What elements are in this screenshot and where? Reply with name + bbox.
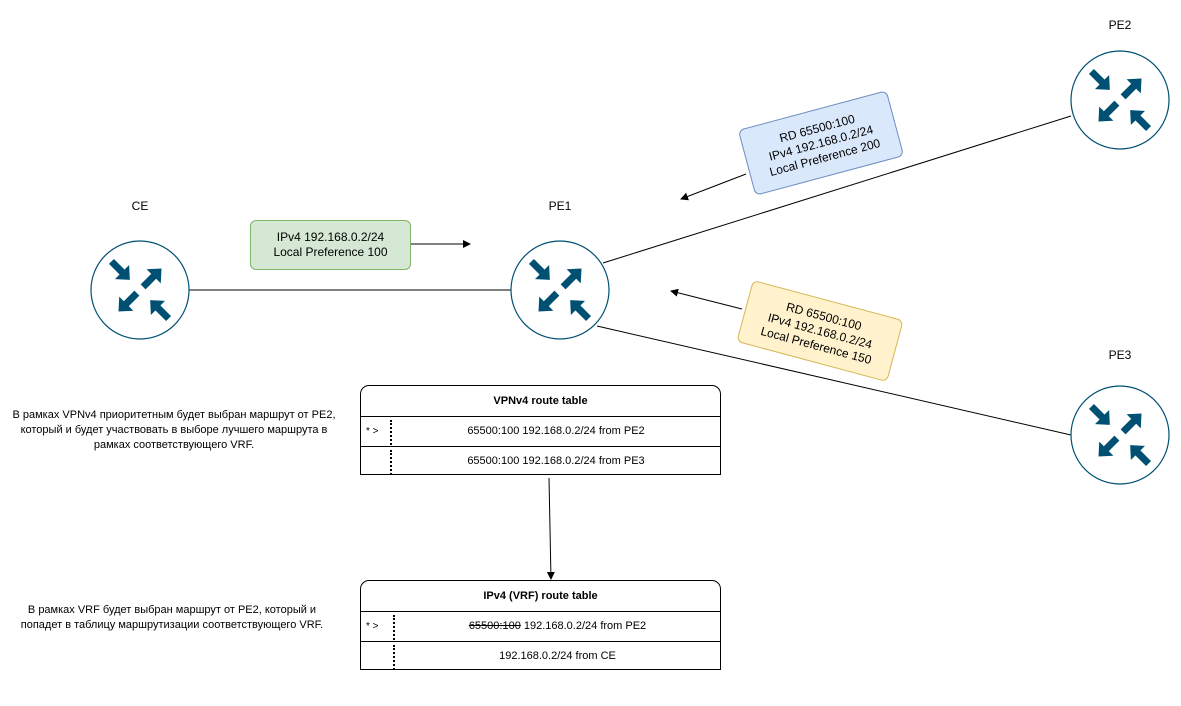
route-entry: 65500:100 192.168.0.2/24 from PE3 <box>467 455 645 467</box>
arrow-pe2-to-pe1 <box>680 173 747 201</box>
best-route-mark: * > <box>366 621 379 632</box>
vrf-route-table: IPv4 (VRF) route table * > 65500:100 192… <box>360 580 721 670</box>
table-row: * > 65500:100 192.168.0.2/24 from PE2 <box>361 612 720 642</box>
note-vrf: В рамках VRF будет выбран маршрут от PE2… <box>20 604 324 631</box>
node-label-pe3: PE3 <box>1108 348 1132 362</box>
column-divider <box>390 420 392 445</box>
best-route-mark: * > <box>366 426 379 437</box>
struck-rd: 65500:100 <box>468 620 521 632</box>
router-icon-ce <box>90 240 190 340</box>
column-divider <box>393 645 395 670</box>
node-label-pe2: PE2 <box>1108 18 1132 32</box>
router-icon-pe3 <box>1070 385 1170 485</box>
route-advert-ce-to-pe1: IPv4 192.168.0.2/24 Local Preference 100 <box>250 220 411 270</box>
table-row: 65500:100 192.168.0.2/24 from PE3 <box>361 447 720 476</box>
column-divider <box>393 615 395 640</box>
note-vpnv4: В рамках VPNv4 приоритетным будет выбран… <box>12 409 336 451</box>
advert-line: IPv4 192.168.0.2/24 <box>276 230 385 244</box>
vpnv4-route-table: VPNv4 route table * > 65500:100 192.168.… <box>360 385 721 475</box>
advert-line: Local Preference 100 <box>273 245 388 259</box>
route-entry: 65500:100 192.168.0.2/24 from PE2 <box>395 612 720 641</box>
node-label-pe1: PE1 <box>548 199 572 213</box>
router-icon-pe2 <box>1070 50 1170 150</box>
table-row: * > 65500:100 192.168.0.2/24 from PE2 <box>361 417 720 447</box>
arrow-vpnv4-to-vrf <box>546 477 555 580</box>
arrow-pe3-to-pe1 <box>670 288 743 310</box>
route-prefix: 192.168.0.2/24 from PE2 <box>520 620 647 632</box>
vrf-table-title: IPv4 (VRF) route table <box>361 581 720 612</box>
route-entry: 192.168.0.2/24 from CE <box>499 650 616 662</box>
table-row: 192.168.0.2/24 from CE <box>361 642 720 671</box>
route-entry: 65500:100 192.168.0.2/24 from PE2 <box>467 425 645 437</box>
link-pe1-pe2 <box>602 115 1072 264</box>
link-pe1-pe3 <box>596 325 1072 436</box>
router-icon-pe1 <box>510 240 610 340</box>
vpnv4-table-title: VPNv4 route table <box>361 386 720 417</box>
column-divider <box>390 450 392 475</box>
node-label-ce: CE <box>131 199 149 213</box>
